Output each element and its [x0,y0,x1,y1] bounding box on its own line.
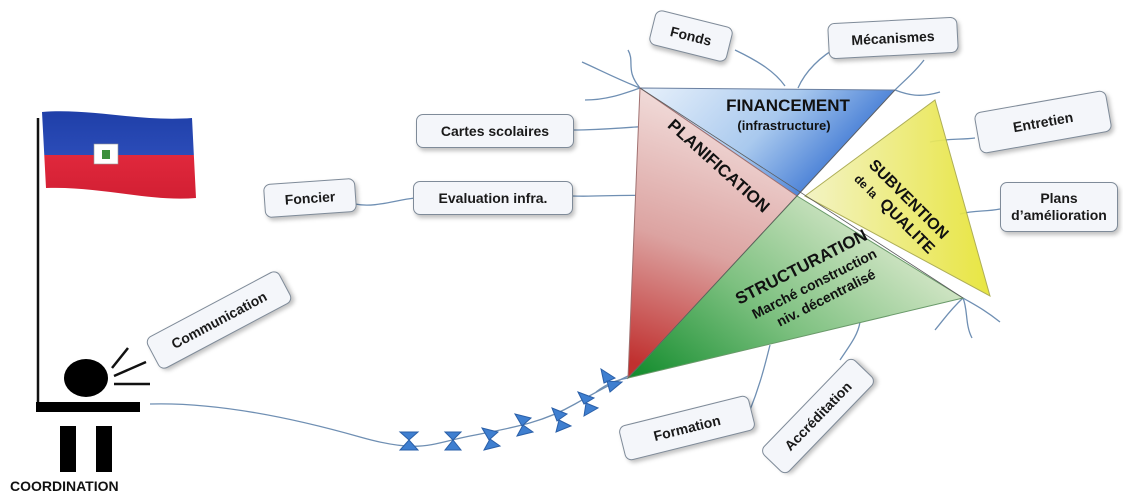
string-formation [749,344,771,411]
tail-bow-icon [576,391,600,417]
subvention-section [804,99,991,298]
card-evaluation-infra: Evaluation infra. [413,181,573,215]
tail-bow-icon [480,427,502,451]
string-foncier [354,197,416,206]
tail-bow-icon [600,367,624,393]
speaker-head [64,359,108,397]
card-formation-label: Formation [651,411,723,444]
speaker-figure-icon [64,347,150,397]
financement-title: FINANCEMENT [726,96,850,115]
card-plans-amelioration: Plans d’amélioration [1000,182,1118,232]
podium-icon [36,402,140,472]
kite-spar-2 [627,89,896,379]
tail-bow-icon [513,413,535,437]
card-cartes-label: Cartes scolaires [440,122,550,139]
podium-top [36,402,140,412]
card-entretien-label: Entretien [1011,108,1075,135]
frayed-top-right [894,59,941,96]
tail-bow-icon [443,431,463,451]
card-mecanismes: Mécanismes [827,16,959,60]
card-plans-label-1: Plans [1040,190,1078,206]
frayed-top-left [581,49,641,101]
card-foncier-label: Foncier [284,187,336,208]
card-foncier: Foncier [262,177,358,219]
kite-tail [398,367,624,451]
card-mecanismes-label: Mécanismes [850,27,935,48]
string-accreditation [839,321,861,361]
tail-bow-icon [551,407,573,433]
podium-leg-left [60,426,76,472]
frayed-right [934,297,1001,339]
card-plans-label-2: d’amélioration [1011,207,1107,223]
podium-leg-right [96,426,112,472]
financement-subtitle: (infrastructure) [737,118,830,133]
card-evaluation-label: Evaluation infra. [438,189,548,206]
flag-icon [36,111,196,408]
tail-string [149,373,633,447]
tail-bow-icon [398,431,420,451]
string-fonds [734,49,786,87]
kite: FINANCEMENT (infrastructure) PLANIFICATI… [626,87,991,380]
kite-spar [639,87,964,299]
haiti-flag [42,111,196,199]
card-cartes-scolaires: Cartes scolaires [416,114,574,148]
card-fonds-label: Fonds [668,22,714,49]
coordination-label: COORDINATION [10,478,119,494]
